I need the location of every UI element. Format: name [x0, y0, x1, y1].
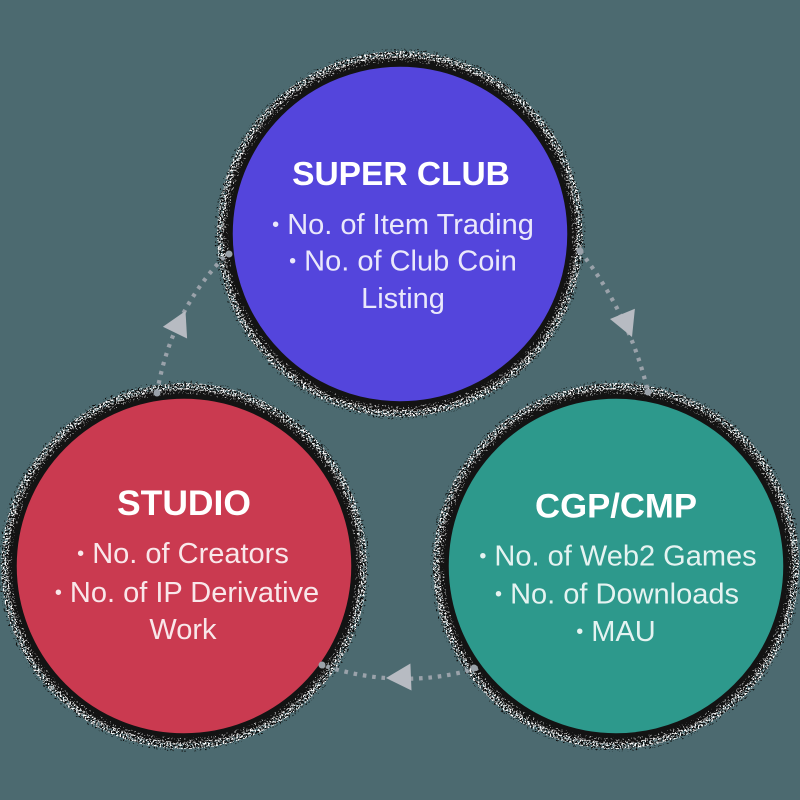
svg-text:• No. of Downloads: • No. of Downloads [495, 579, 739, 611]
svg-text:• No. of Creators: • No. of Creators [77, 538, 289, 570]
svg-text:• No. of Club Coin: • No. of Club Coin [289, 246, 517, 278]
svg-text:• No. of IP Derivative: • No. of IP Derivative [55, 577, 319, 609]
svg-text:SUPER CLUB: SUPER CLUB [292, 156, 510, 193]
svg-text:STUDIO: STUDIO [117, 484, 251, 523]
svg-text:CGP/CMP: CGP/CMP [535, 488, 697, 526]
svg-text:• MAU: • MAU [576, 616, 656, 648]
svg-text:Work: Work [149, 614, 217, 646]
svg-text:• No. of Item Trading: • No. of Item Trading [272, 209, 534, 241]
svg-text:Listing: Listing [361, 283, 445, 315]
svg-text:• No. of Web2 Games: • No. of Web2 Games [479, 541, 756, 573]
